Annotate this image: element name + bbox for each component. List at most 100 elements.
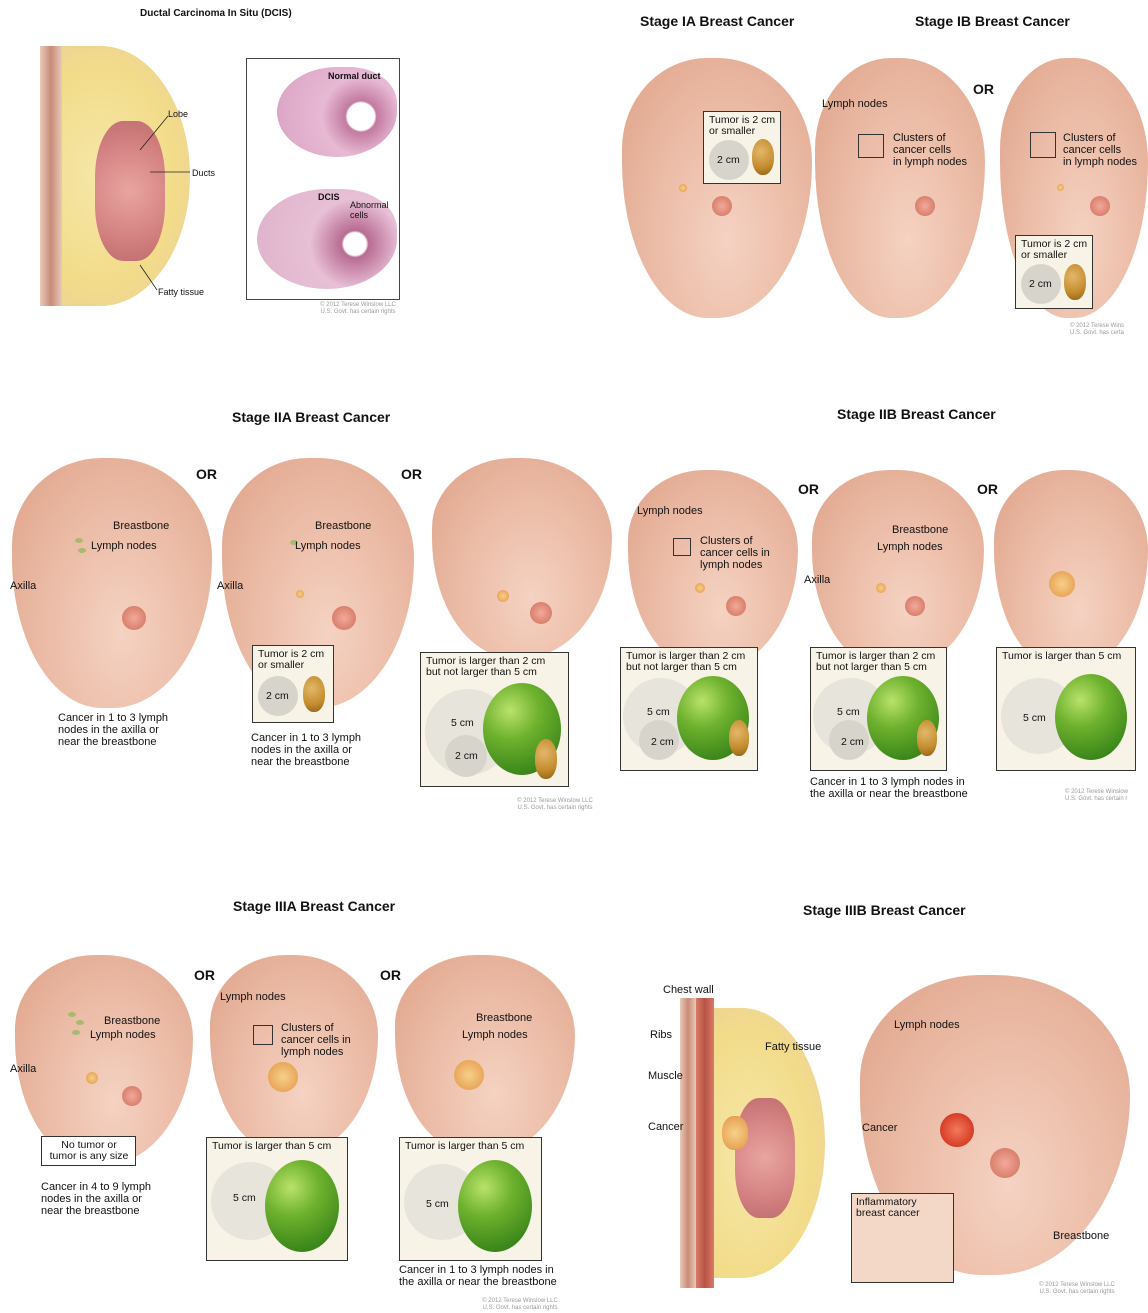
stage-2b-lymph-nodes-label-1: Lymph nodes <box>637 505 703 517</box>
stage-2b-nipple-1 <box>726 596 746 616</box>
stage-3a-tumor-large-box-2: Tumor is larger than 5 cm 5 cm <box>399 1137 542 1261</box>
stage-2a-tumor-med-text: Tumor is larger than 2 cm but not larger… <box>426 656 545 678</box>
stage-3b-side-cancer <box>722 1116 748 1150</box>
stage-1b-nipple-1 <box>915 196 935 216</box>
stage-3a-tumor-1 <box>86 1072 98 1084</box>
stage-2b-peanut-1 <box>729 720 749 756</box>
stage-2a-nipple-1 <box>122 606 146 630</box>
stage-1a-tumor-text: Tumor is 2 cm or smaller <box>709 115 775 137</box>
stage-2b-axilla-label: Axilla <box>804 574 830 586</box>
stage-2b-tumor-large <box>1049 571 1075 597</box>
stage-2a-or-1: OR <box>196 466 217 482</box>
stage-3b-inflammatory-box: Inflammatory breast cancer <box>851 1193 954 1283</box>
stage-3a-caption-1: Cancer in 4 to 9 lymph nodes in the axil… <box>41 1181 151 1217</box>
stage-3a-tumor-3 <box>454 1060 484 1090</box>
stage-3a-5cm-label-2: 5 cm <box>426 1198 449 1210</box>
stage-1a-nipple <box>712 196 732 216</box>
stage-3a-lymph-nodes-label-3: Lymph nodes <box>462 1029 528 1041</box>
stage-2b-tumor-med-box-2: Tumor is larger than 2 cm but not larger… <box>810 647 947 771</box>
stage-2b-5cm-label-3: 5 cm <box>1023 712 1046 724</box>
stage-2a-breastbone-label-2: Breastbone <box>315 520 371 532</box>
stage-3a-tumor-large-text-1: Tumor is larger than 5 cm <box>212 1141 331 1152</box>
stage-3a-caption-3: Cancer in 1 to 3 lymph nodes in the axil… <box>399 1264 557 1288</box>
stage-3a-lime-1 <box>265 1160 339 1252</box>
stage-1a-2cm-label: 2 cm <box>717 154 740 166</box>
stage-1b-2cm-label: 2 cm <box>1029 278 1052 290</box>
stage-2a-tumor-small-text: Tumor is 2 cm or smaller <box>258 649 324 671</box>
stage-2a-5cm-label: 5 cm <box>451 717 474 729</box>
stage-1b-tumor-box: Tumor is 2 cm or smaller 2 cm <box>1015 235 1093 309</box>
stage-3a-no-tumor-box: No tumor or tumor is any size <box>41 1136 136 1166</box>
stage-2b-nipple-2 <box>905 596 925 616</box>
stage-2a-breastbone-label-1: Breastbone <box>113 520 169 532</box>
stage-3a-copyright: © 2012 Terese Winslow LLC U.S. Govt. has… <box>465 1298 575 1312</box>
stage-1b-lymph-nodes-label: Lymph nodes <box>822 98 888 110</box>
stage-2a-nipple-3 <box>530 602 552 624</box>
stage-1b-clusters-label-1: Clusters of cancer cells in lymph nodes <box>893 132 967 168</box>
stage-2b-or-2: OR <box>977 481 998 497</box>
stage-2b-lime-3 <box>1055 674 1127 760</box>
stage-3a-lymph-nodes-label-1: Lymph nodes <box>90 1029 156 1041</box>
stage-1a-title: Stage IA Breast Cancer <box>640 13 794 29</box>
stage-3b-fatty-label: Fatty tissue <box>765 1041 821 1053</box>
stage-1b-cluster-box-1 <box>858 134 884 158</box>
stage-3b-inflammatory-text: Inflammatory breast cancer <box>856 1197 920 1219</box>
stage-3a-nipple-1 <box>122 1086 142 1106</box>
stage-2b-tumor-2 <box>876 583 886 593</box>
stage-2b-cluster-box <box>673 538 691 556</box>
stage-2b-copyright: © 2012 Terese Winslow U.S. Govt. has cer… <box>1065 789 1148 803</box>
stage-1b-peanut <box>1064 264 1086 300</box>
abnormal-cells-label: Abnormal cells <box>350 200 389 220</box>
stage-2a-peanut-2 <box>535 739 557 779</box>
stage-2a-nipple-2 <box>332 606 356 630</box>
stage-2b-tumor-med-box-1: Tumor is larger than 2 cm but not larger… <box>620 647 758 771</box>
stage-3a-tumor-large-text-2: Tumor is larger than 5 cm <box>405 1141 524 1152</box>
stage-2b-or-1: OR <box>798 481 819 497</box>
dcis-copyright: © 2012 Terese Winslow LLC U.S. Govt. has… <box>318 302 398 316</box>
stage-3b-lymph-nodes-label: Lymph nodes <box>894 1019 960 1031</box>
stage-3a-title: Stage IIIA Breast Cancer <box>233 898 395 914</box>
stage-2b-tumor-1 <box>695 583 705 593</box>
stage-2b-5cm-label-1: 5 cm <box>647 706 670 718</box>
stage-3b-muscle-label: Muscle <box>648 1070 683 1082</box>
stage-2a-peanut-1 <box>303 676 325 712</box>
stage-2a-tumor-small-box: Tumor is 2 cm or smaller 2 cm <box>252 645 334 723</box>
duct-inset <box>246 58 400 300</box>
stage-2a-copyright: © 2012 Terese Winslow LLC U.S. Govt. has… <box>500 798 610 812</box>
stage-2a-caption-2: Cancer in 1 to 3 lymph nodes in the axil… <box>251 732 361 768</box>
stage-2b-2cm-label-1: 2 cm <box>651 736 674 748</box>
fatty-tissue-label: Fatty tissue <box>158 287 204 297</box>
stage-2a-title: Stage IIA Breast Cancer <box>232 409 390 425</box>
normal-duct-label: Normal duct <box>328 71 381 81</box>
stage-3a-axilla-label: Axilla <box>10 1063 36 1075</box>
stage-3b-cancer-label-2: Cancer <box>862 1122 897 1134</box>
stage-1b-title: Stage IB Breast Cancer <box>915 13 1070 29</box>
stage-2a-tumor-med-box: Tumor is larger than 2 cm but not larger… <box>420 652 569 787</box>
stage-2a-axilla-label-2: Axilla <box>217 580 243 592</box>
stage-1b-copyright: © 2012 Terese Wins U.S. Govt. has certa <box>1070 323 1148 337</box>
stage-1b-nipple-2 <box>1090 196 1110 216</box>
stage-3b-chest-wall-label: Chest wall <box>663 984 714 996</box>
dcis-label: DCIS <box>318 192 340 202</box>
stage-3a-or-2: OR <box>380 967 401 983</box>
stage-2b-tumor-med-text-1: Tumor is larger than 2 cm but not larger… <box>626 651 745 673</box>
stage-2a-tumor-small <box>296 590 304 598</box>
stage-3a-5cm-label-1: 5 cm <box>233 1192 256 1204</box>
stage-3a-cluster-box <box>253 1025 273 1045</box>
lobe-label: Lobe <box>168 109 188 119</box>
stage-3a-lime-2 <box>458 1160 532 1252</box>
stage-3a-breastbone-label-2: Breastbone <box>476 1012 532 1024</box>
stage-2a-2cm-label: 2 cm <box>266 690 289 702</box>
stage-1b-cluster-box-2 <box>1030 132 1056 158</box>
stage-1b-clusters-label-2: Clusters of cancer cells in lymph nodes <box>1063 132 1137 168</box>
stage-3a-no-tumor-text: No tumor or tumor is any size <box>46 1140 132 1162</box>
stage-2b-peanut-2 <box>917 720 937 756</box>
stage-2a-lymph-nodes-label-2: Lymph nodes <box>295 540 361 552</box>
stage-1b-tumor-text: Tumor is 2 cm or smaller <box>1021 239 1087 261</box>
stage-3a-or-1: OR <box>194 967 215 983</box>
stage-2b-tumor-med-text-2: Tumor is larger than 2 cm but not larger… <box>816 651 935 673</box>
stage-2a-or-2: OR <box>401 466 422 482</box>
stage-3a-breastbone-label-1: Breastbone <box>104 1015 160 1027</box>
stage-2b-2cm-label-2: 2 cm <box>841 736 864 748</box>
stage-1b-tumor <box>1057 184 1064 191</box>
